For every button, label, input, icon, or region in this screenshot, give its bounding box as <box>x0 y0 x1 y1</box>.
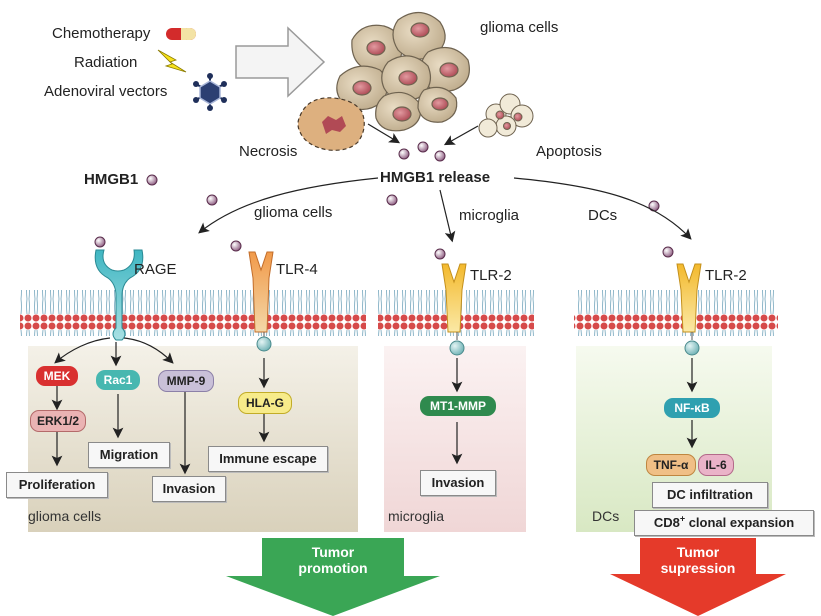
mt1mmp-node: MT1-MMP <box>420 396 496 416</box>
glioma-cells-label: glioma cells <box>480 19 559 36</box>
rage-receptor <box>94 249 144 341</box>
arrow-necrosis <box>367 123 401 144</box>
migration-box: Migration <box>88 442 170 468</box>
dc-infiltration-box: DC infiltration <box>652 482 768 508</box>
tumor-supression-arrow <box>610 538 786 616</box>
mek-node: MEK <box>36 366 78 386</box>
rac1-node: Rac1 <box>96 370 140 390</box>
pill-icon <box>166 28 196 40</box>
lightning-icon <box>157 49 187 73</box>
hmgb1-release-label: HMGB1 release <box>380 169 491 186</box>
tumor-supression-line2: supression <box>660 560 736 576</box>
chemotherapy-label: Chemotherapy <box>52 25 151 42</box>
glioma-region-label: glioma cells <box>28 508 102 524</box>
tnfa-node: TNF-α <box>646 454 696 476</box>
tumor-promotion-label: Tumor promotion <box>262 544 404 576</box>
cd8-superscript: + <box>679 513 686 524</box>
apoptotic-cell <box>478 93 534 138</box>
arrow-to-dcs <box>513 177 692 240</box>
tlr4-receptor <box>248 251 274 352</box>
cd8-suffix: clonal expansion <box>685 515 795 530</box>
branch-microglia-label: microglia <box>459 207 520 224</box>
dc-region-label: DCs <box>592 508 620 524</box>
tlr2-dc-label: TLR-2 <box>705 267 747 284</box>
arrow-to-microglia <box>439 189 456 243</box>
tumor-promotion-arrow <box>226 538 440 616</box>
hmgb1-molecules <box>94 141 674 260</box>
tumor-supression-line1: Tumor <box>676 544 720 560</box>
rage-label: RAGE <box>134 261 177 278</box>
tlr2-dc-receptor <box>676 263 702 356</box>
tumor-supression-label: Tumor supression <box>640 544 756 576</box>
necrosis-label: Necrosis <box>239 143 298 160</box>
erk-node: ERK1/2 <box>30 410 86 432</box>
microglia-region-bg <box>384 346 526 532</box>
tumor-promotion-line1: Tumor <box>311 544 355 560</box>
glioma-membrane <box>20 290 366 336</box>
proliferation-box: Proliferation <box>6 472 108 498</box>
il6-node: IL-6 <box>698 454 734 476</box>
invasion-box: Invasion <box>152 476 226 502</box>
adenoviral-label: Adenoviral vectors <box>44 83 168 100</box>
tumor-promotion-line2: promotion <box>298 560 368 576</box>
radiation-label: Radiation <box>74 54 138 71</box>
cd8-prefix: CD8 <box>653 515 680 530</box>
apoptosis-label: Apoptosis <box>536 143 602 160</box>
glioma-cell-cluster <box>336 11 470 132</box>
tlr2-microglia-label: TLR-2 <box>470 267 512 284</box>
tlr2-microglia-receptor <box>441 263 467 356</box>
arrow-to-glioma <box>198 177 379 234</box>
cd8-expansion-box: CD8+ clonal expansion <box>634 510 814 536</box>
hlag-node: HLA-G <box>238 392 292 414</box>
nfkb-node: NF-κB <box>664 398 720 418</box>
microglia-region-label: microglia <box>388 508 445 524</box>
virus-icon <box>193 73 227 111</box>
mmp9-node: MMP-9 <box>158 370 214 392</box>
branch-glioma-label: glioma cells <box>254 204 333 221</box>
immune-escape-box: Immune escape <box>208 446 328 472</box>
arrow-apoptosis <box>443 125 479 146</box>
necrotic-cell <box>297 97 365 151</box>
branch-dcs-label: DCs <box>588 207 618 224</box>
microglia-invasion-box: Invasion <box>420 470 496 496</box>
dc-membrane <box>574 290 778 336</box>
tlr4-label: TLR-4 <box>276 261 318 278</box>
big-hollow-arrow <box>235 26 326 98</box>
hmgb1-legend-label: HMGB1 <box>84 171 139 188</box>
glioma-pathway-arrows <box>51 337 270 475</box>
